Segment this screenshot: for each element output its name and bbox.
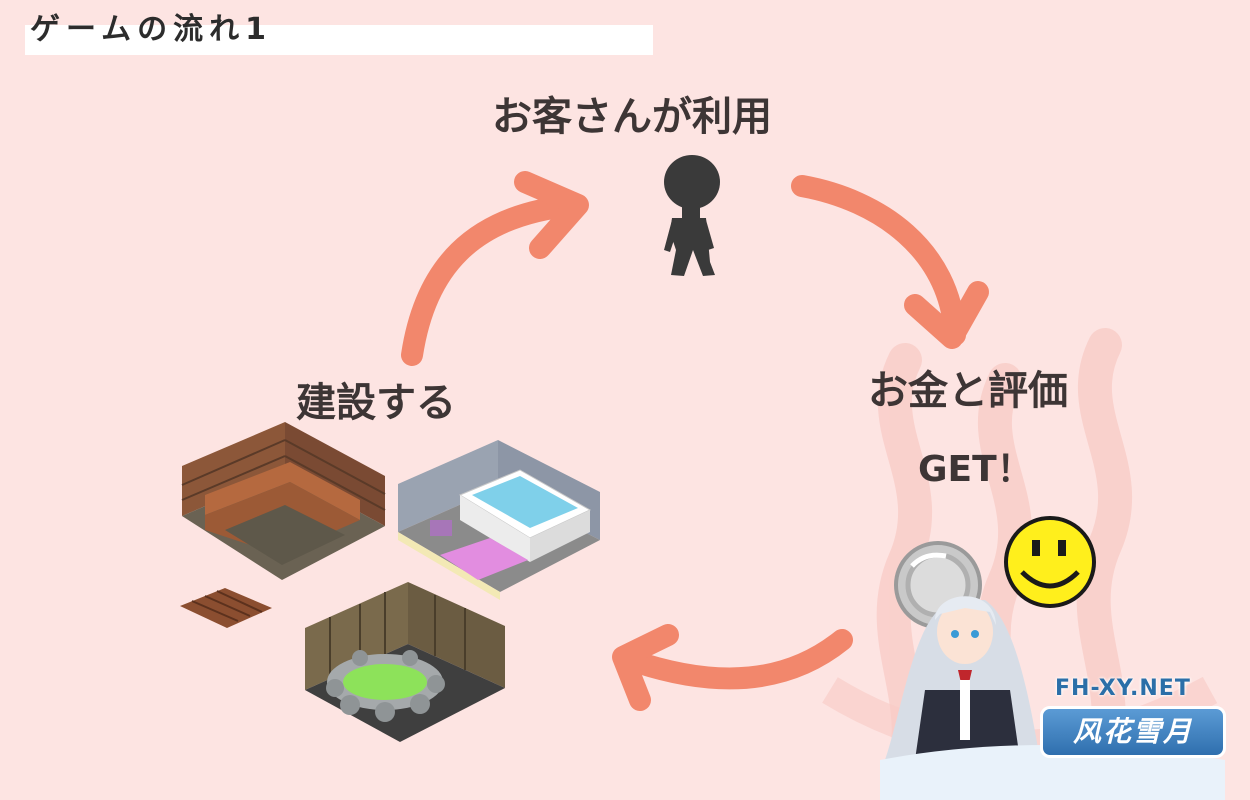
title-bar [25,25,653,55]
step-customer-use-label: お客さんが利用 [492,94,772,140]
step-build-label: 建設する [296,380,456,426]
watermark-name: 风花雪月 [1072,715,1193,748]
step-get-label: GET！ [918,449,1033,490]
arrow-head-build-to-use [514,171,589,259]
sauna-room-icon [181,422,386,580]
watermark-badge: 风花雪月 [1040,706,1226,758]
arrow-build-to-use [401,194,586,366]
smiley-icon [1004,516,1096,608]
arrow-use-to-money [791,175,966,346]
open-air-bath-icon [305,582,505,742]
bath-room-icon [398,440,600,600]
arrow-head-use-to-money [904,281,989,349]
watermark-site: FH-XY.NET [1055,676,1191,701]
wood-floor-tile-icon [180,588,272,628]
arrow-head-money-to-build [612,624,679,711]
arrow-money-to-build [614,629,853,690]
page-title: ゲームの流れ1 [30,12,272,47]
step-money-rating-label: お金と評価 [868,368,1068,414]
